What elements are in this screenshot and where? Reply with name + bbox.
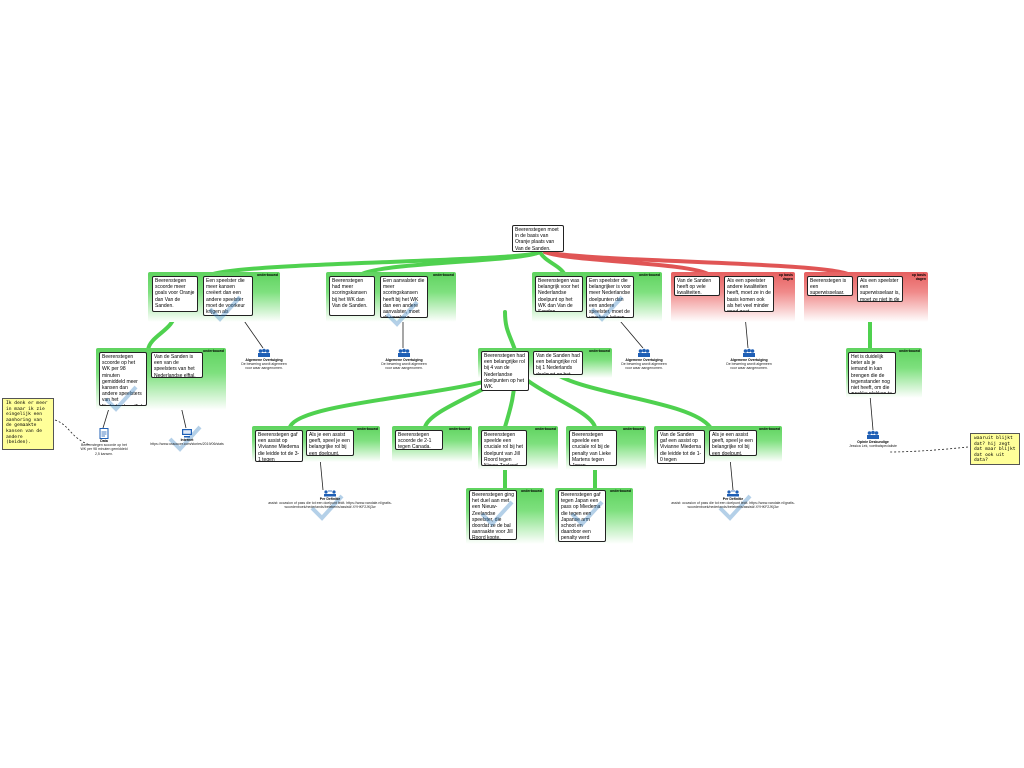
group-tag: onderbouwd xyxy=(589,349,610,353)
claim-3b[interactable]: Een speelster die belangrijker is voor m… xyxy=(586,276,634,318)
evidence-title: Algemene Overtuiging xyxy=(730,358,768,362)
people-icon xyxy=(638,348,650,357)
claim-2b[interactable]: Een aanvalster die meer scoringskansen h… xyxy=(380,276,428,318)
claim-12a[interactable]: Beerenstegen speelde een cruciale rol bi… xyxy=(569,430,617,466)
evidence-desc: https://www.ussoccer.com/stories/2019/06… xyxy=(150,442,224,446)
evidence-desc: assist: occasion of pass die tot een doe… xyxy=(268,501,392,510)
evidence-title: Per Definitie xyxy=(722,497,744,501)
evidence-desc: De bewering wordt algemeen voor waar aan… xyxy=(241,362,287,371)
evidence-node-3[interactable]: Algemene Overtuiging De bewering wordt a… xyxy=(620,348,668,371)
group-tag: onderbouwd xyxy=(610,489,631,493)
root-claim[interactable]: Beerenstegen moet in de basis van Oranje… xyxy=(512,225,564,252)
document-icon xyxy=(99,428,109,439)
evidence-desc: De bewering wordt algemeen voor waar aan… xyxy=(726,362,772,371)
claim-4b[interactable]: Als een speelster andere kwaliteiten hee… xyxy=(724,276,774,312)
claim-14a[interactable]: Beerenstegen ging het duel aan met een N… xyxy=(469,490,517,540)
evidence-node-7[interactable]: Opinie Deskundige Jessica Lek, voetbalsp… xyxy=(848,430,898,448)
claim-8a[interactable]: Het is duidelijk beter als je iemand in … xyxy=(848,352,896,394)
people-icon xyxy=(258,348,270,357)
evidence-node-8[interactable]: Per Definitie assist: occasion of pass d… xyxy=(253,489,407,510)
group-tag: onderbouwd xyxy=(899,349,920,353)
evidence-title: Algemene Overtuiging xyxy=(625,358,663,362)
evidence-desc: De bewering wordt algemeen voor waar aan… xyxy=(381,362,427,371)
evidence-node-5[interactable]: Data Beerenstegen scoorde op het WK per … xyxy=(80,428,128,456)
group-tag: onderbouwd xyxy=(449,427,470,431)
group-tag: onderbouwd xyxy=(521,489,542,493)
claim-6b[interactable]: Van de Sanden is een van de speelsters v… xyxy=(151,352,203,378)
claim-10a[interactable]: Beerenstegen scoorde de 2-1 tegen Canada… xyxy=(395,430,443,450)
claim-5b[interactable]: Als een speelster een superwisselaar is,… xyxy=(857,276,903,302)
claim-5a[interactable]: Beerenstegen is een superwisselaar. xyxy=(807,276,853,296)
claim-9b[interactable]: Als je een assist geeft, speel je een be… xyxy=(306,430,354,456)
evidence-title: Internet xyxy=(180,438,194,442)
evidence-title: Opinie Deskundige xyxy=(857,440,889,444)
group-tag: onderbouwd xyxy=(357,427,378,431)
computer-icon xyxy=(182,429,192,438)
evidence-node-2[interactable]: Algemene Overtuiging De bewering wordt a… xyxy=(380,348,428,371)
group-tag: onderbouwd xyxy=(257,273,278,277)
group-tag: op basis dagen xyxy=(911,273,926,281)
group-tag: onderbouwd xyxy=(759,427,780,431)
expert-icon xyxy=(727,490,739,497)
group-tag: onderbouwd xyxy=(203,349,224,353)
people-icon xyxy=(398,348,410,357)
evidence-node-6[interactable]: Internet https://www.ussoccer.com/storie… xyxy=(140,428,234,446)
evidence-title: Algemene Overtuiging xyxy=(245,358,283,362)
claim-7b[interactable]: Van de Sanden had een belangrijke rol bi… xyxy=(533,351,583,375)
claim-1b[interactable]: Een speelster die meer kansen creëert da… xyxy=(203,276,253,316)
note-left[interactable]: Ik denk er meer in maar ik zie eingelijk… xyxy=(2,398,54,450)
evidence-desc: Beerenstegen scoorde op het WK per 98 mi… xyxy=(80,443,128,456)
claim-7a[interactable]: Beerenstegen had een belangrijke rol bij… xyxy=(481,351,529,391)
oppose-links xyxy=(543,250,852,277)
expert-icon xyxy=(324,490,336,497)
evidence-node-4[interactable]: Algemene Overtuiging De bewering wordt a… xyxy=(724,348,774,371)
people-icon xyxy=(867,430,879,439)
claim-3a[interactable]: Beerenstegen was belangrijk voor het Ned… xyxy=(535,276,583,312)
evidence-title: Per Definitie xyxy=(319,497,341,501)
evidence-title: Algemene Overtuiging xyxy=(385,358,423,362)
claim-9a[interactable]: Beerenstegen gaf een assist op Vivianne … xyxy=(255,430,303,462)
claim-13a[interactable]: Van de Sanden gaf een assist op Vivianne… xyxy=(657,430,705,464)
evidence-title: Data xyxy=(100,439,108,443)
claim-4a[interactable]: Van de Sanden heeft op vele kwaliteiten. xyxy=(674,276,720,296)
note-right[interactable]: waaruit blijkt dat? hij zegt dat maar bl… xyxy=(970,433,1020,465)
claim-15a[interactable]: Beerenstegen gaf tegen Japan een pass op… xyxy=(558,490,606,542)
people-icon xyxy=(743,348,755,357)
group-tag: onderbouwd xyxy=(535,427,556,431)
group-tag: onderbouwd xyxy=(639,273,660,277)
claim-11a[interactable]: Beerenstegen speelde een cruciale rol bi… xyxy=(481,430,527,466)
claim-13b[interactable]: Als je een assist geeft, speel je een be… xyxy=(709,430,757,456)
evidence-node-9[interactable]: Per Definitie assist: occasion of pass d… xyxy=(656,489,810,510)
group-tag: onderbouwd xyxy=(623,427,644,431)
group-tag: onderbouwd xyxy=(433,273,454,277)
group-tag: op basis dagen xyxy=(778,273,793,281)
evidence-desc: assist: occasion of pass die tot een doe… xyxy=(671,501,795,510)
claim-6a[interactable]: Beerenstegen scoorde op het WK per 98 mi… xyxy=(99,352,147,406)
evidence-node-1[interactable]: Algemene Overtuiging De bewering wordt a… xyxy=(240,348,288,371)
evidence-desc: De bewering wordt algemeen voor waar aan… xyxy=(621,362,667,371)
claim-2a[interactable]: Beerenstegen had meer scoringskansen bij… xyxy=(329,276,375,316)
evidence-desc: Jessica Lek, voetbalspecialiste xyxy=(849,444,897,448)
claim-1a[interactable]: Beerenstegen scoorde meer goals voor Ora… xyxy=(152,276,198,312)
